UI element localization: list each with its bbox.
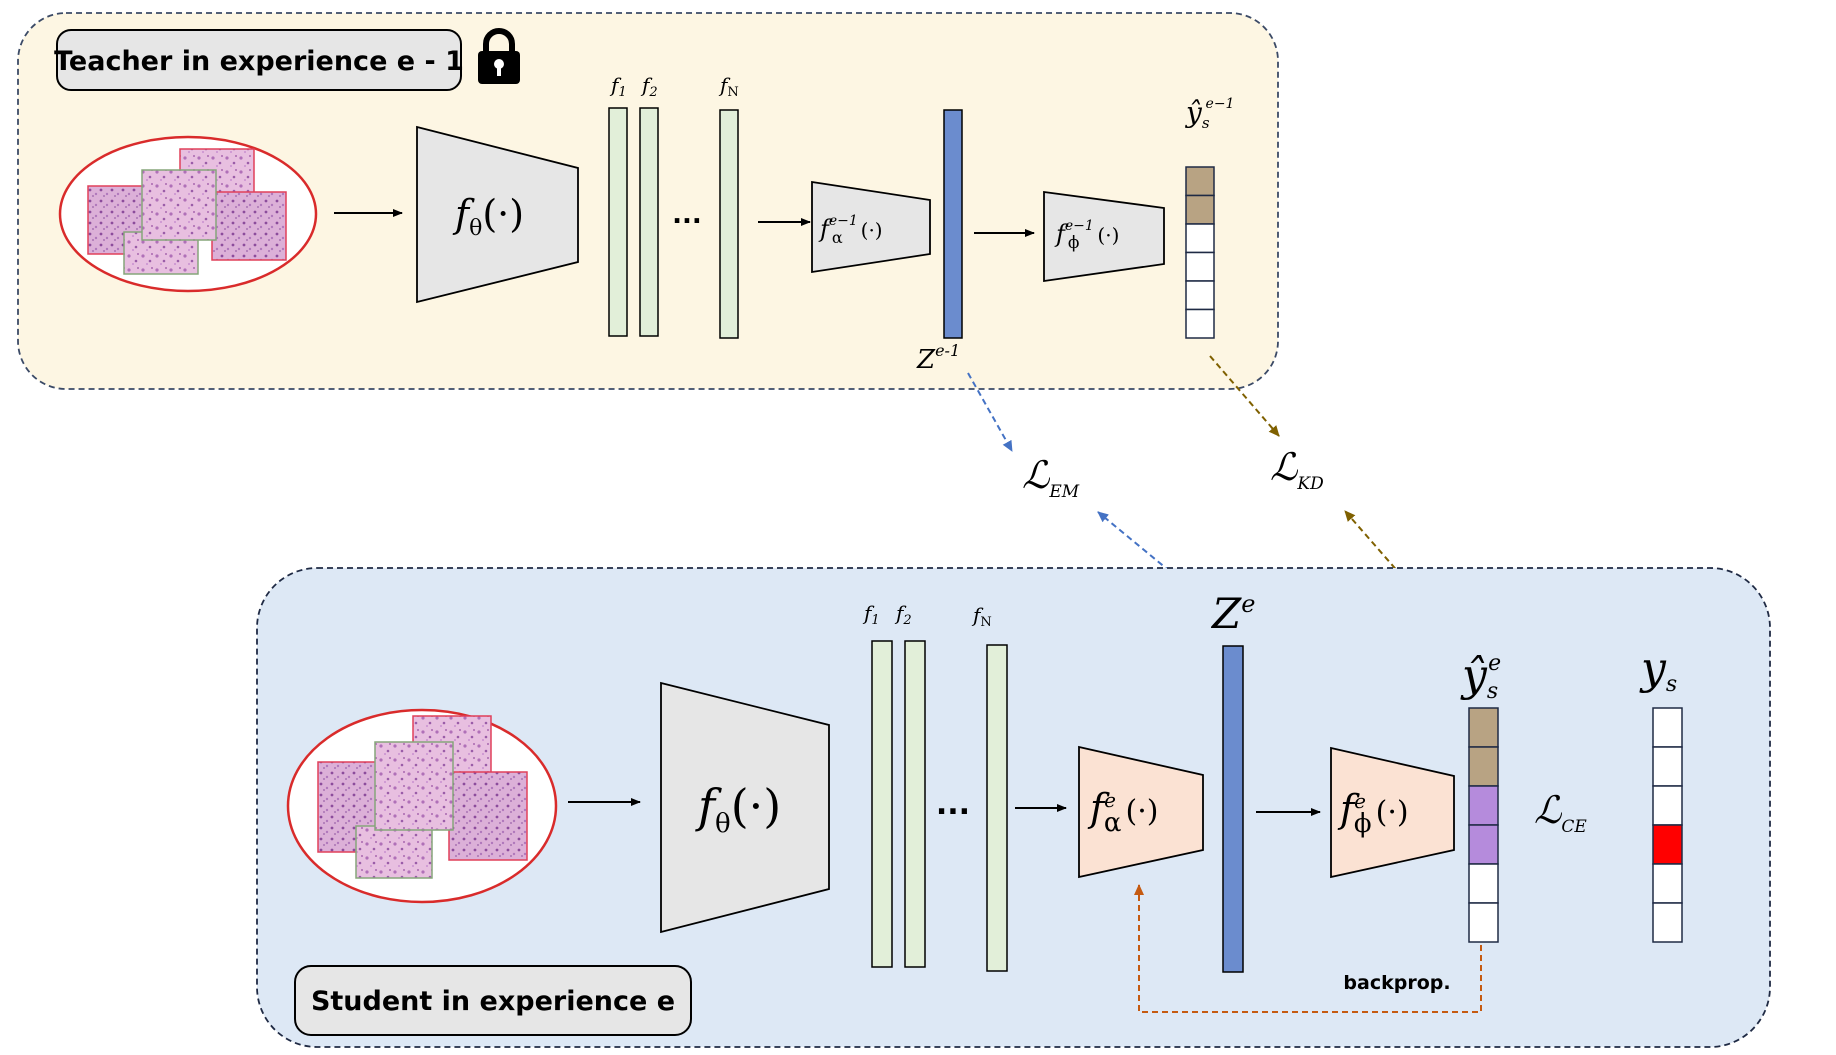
teacher-feature-bar-2 bbox=[639, 107, 659, 337]
teacher-encoder-label: fθ(·) bbox=[452, 192, 524, 241]
student-output-cell-6 bbox=[1468, 902, 1499, 943]
teacher-z-bar bbox=[943, 109, 963, 339]
kd-arrow-student bbox=[1344, 510, 1449, 630]
student-y-label: ys bbox=[1639, 643, 1677, 697]
loss-ce-label: ℒCE bbox=[1534, 788, 1587, 837]
backprop-arrow bbox=[1134, 884, 1482, 1013]
student-feature-bar-n bbox=[986, 644, 1008, 972]
student-feature-ellipsis: ... bbox=[936, 787, 970, 822]
teacher-encoder bbox=[416, 125, 579, 304]
student-phi-head bbox=[1330, 746, 1455, 879]
student-output-cell-5 bbox=[1468, 863, 1499, 904]
student-feature-bar-1 bbox=[871, 640, 893, 968]
student-target-cell-6 bbox=[1652, 902, 1683, 943]
student-z-bar bbox=[1222, 645, 1244, 973]
student-title-box bbox=[294, 965, 692, 1036]
teacher-z-label: Ze-1 bbox=[916, 341, 960, 375]
student-output-cell-1 bbox=[1468, 707, 1499, 748]
teacher-output-cell-6 bbox=[1185, 308, 1215, 339]
teacher-panel: Teacher in experience e - 1 fθ(·) bbox=[17, 12, 1279, 390]
student-title: Student in experience e bbox=[311, 986, 675, 1017]
teacher-output-cell-1 bbox=[1185, 166, 1215, 197]
teacher-feature-bar-1 bbox=[608, 107, 628, 337]
student-output-cell-4 bbox=[1468, 824, 1499, 865]
student-output-cell-2 bbox=[1468, 746, 1499, 787]
student-target-cell-1 bbox=[1652, 707, 1683, 748]
student-target-vector bbox=[1652, 707, 1683, 943]
student-target-cell-3 bbox=[1652, 785, 1683, 826]
em-arrow-teacher bbox=[967, 372, 1013, 452]
teacher-output-cell-3 bbox=[1185, 223, 1215, 254]
student-encoder-label: fθ(·) bbox=[695, 779, 781, 839]
teacher-output-vector bbox=[1185, 166, 1215, 339]
student-panel-bg bbox=[256, 567, 1771, 1048]
student-output-cell-3 bbox=[1468, 785, 1499, 826]
lock-icon bbox=[478, 28, 520, 84]
teacher-phi-head bbox=[1043, 190, 1165, 283]
student-output-vector bbox=[1468, 707, 1499, 943]
teacher-output-cell-5 bbox=[1185, 280, 1215, 311]
student-target-cell-2 bbox=[1652, 746, 1683, 787]
student-target-cell-5 bbox=[1652, 863, 1683, 904]
student-alpha-head bbox=[1078, 745, 1204, 879]
student-encoder bbox=[660, 681, 830, 934]
teacher-output-cell-2 bbox=[1185, 194, 1215, 225]
teacher-title-box bbox=[56, 29, 462, 91]
teacher-image-group bbox=[58, 135, 318, 293]
teacher-feature-ellipsis: ... bbox=[672, 200, 702, 230]
kd-arrow-teacher bbox=[1209, 355, 1280, 437]
teacher-alpha-head bbox=[811, 180, 931, 274]
loss-kd-label: ℒKD bbox=[1270, 445, 1324, 494]
teacher-yhat-label: ŷse−1 bbox=[1184, 96, 1234, 132]
student-panel: Student in experience e fθ(·) f1 f2 fN bbox=[256, 567, 1771, 1048]
backprop-label: backprop. bbox=[1343, 972, 1450, 994]
teacher-output-cell-4 bbox=[1185, 251, 1215, 282]
teacher-title: Teacher in experience e - 1 bbox=[54, 46, 464, 77]
student-feature-bar-2 bbox=[904, 640, 926, 968]
student-z-label: Ze bbox=[1210, 589, 1255, 638]
loss-em-label: ℒEM bbox=[1022, 453, 1080, 502]
teacher-feature-bar-n bbox=[719, 109, 739, 339]
student-yhat-label: ŷse bbox=[1460, 650, 1501, 704]
student-image-group bbox=[286, 708, 558, 904]
student-target-cell-4 bbox=[1652, 824, 1683, 865]
